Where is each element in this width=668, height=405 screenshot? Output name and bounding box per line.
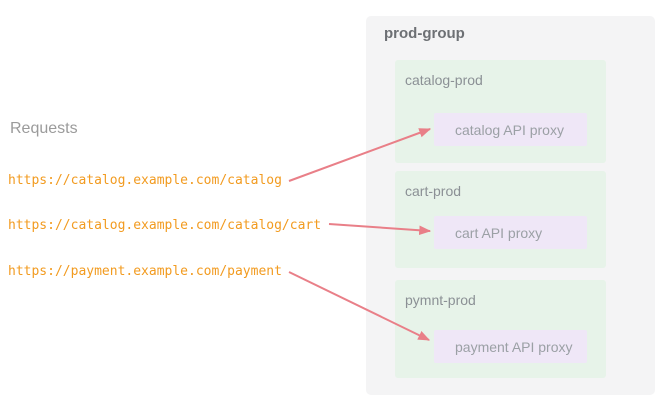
proxy-box-payment: payment API proxy xyxy=(434,330,587,363)
proxy-label: payment API proxy xyxy=(455,338,573,355)
proxy-label: cart API proxy xyxy=(455,224,543,241)
request-url-payment: https://payment.example.com/payment xyxy=(8,264,282,279)
proxy-box-catalog: catalog API proxy xyxy=(434,113,587,146)
proxy-box-cart: cart API proxy xyxy=(434,216,587,249)
request-url-catalog-cart: https://catalog.example.com/catalog/cart xyxy=(8,218,322,233)
request-url-catalog: https://catalog.example.com/catalog xyxy=(8,173,282,188)
proxy-label: catalog API proxy xyxy=(455,121,564,138)
environment-name: cart-prod xyxy=(405,183,462,199)
environment-name: pymnt-prod xyxy=(405,292,476,308)
environment-catalog-prod: catalog-prod catalog API proxy xyxy=(395,60,606,163)
environment-cart-prod: cart-prod cart API proxy xyxy=(395,171,606,268)
requests-heading: Requests xyxy=(10,120,78,137)
prod-group-title: prod-group xyxy=(384,25,465,42)
environment-name: catalog-prod xyxy=(405,72,483,88)
environment-pymnt-prod: pymnt-prod payment API proxy xyxy=(395,280,606,378)
prod-group-container: prod-group catalog-prod catalog API prox… xyxy=(366,16,655,395)
